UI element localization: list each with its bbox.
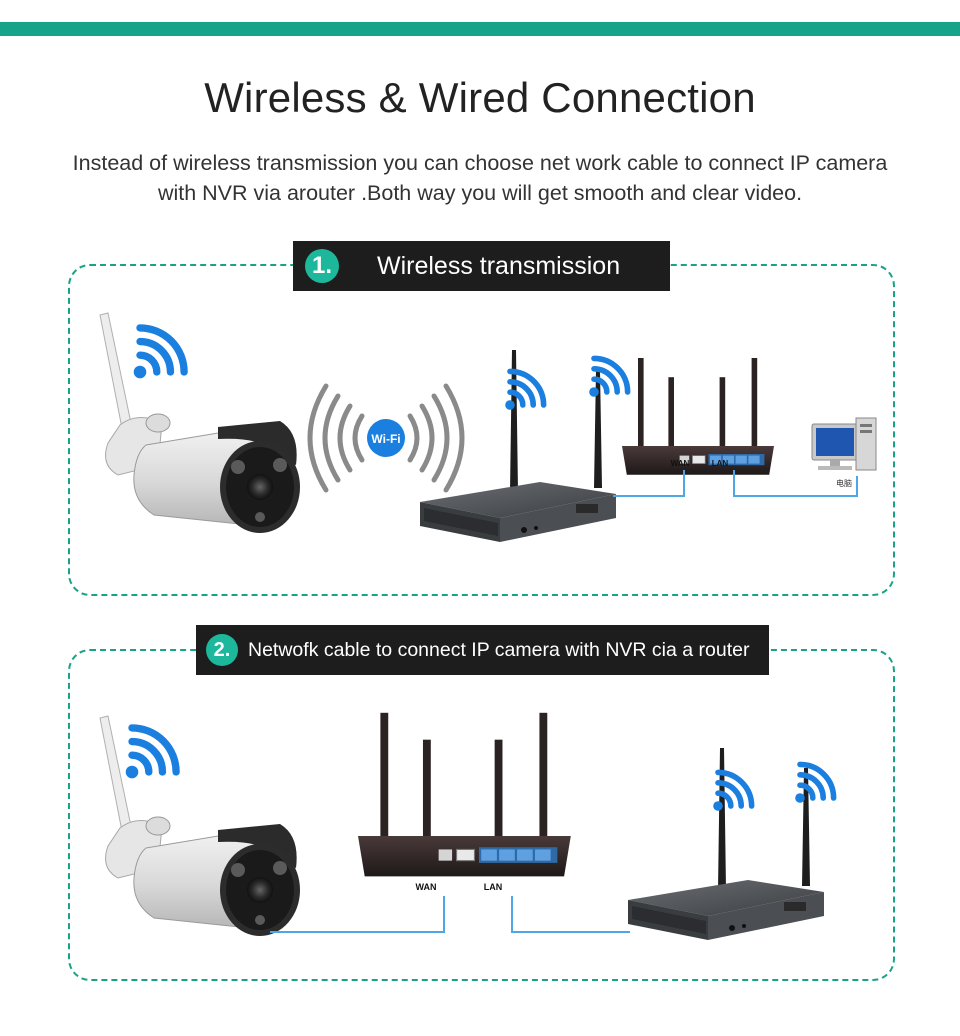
section1-wan-label: WAN xyxy=(671,459,690,468)
section2-label: 2. Netwofk cable to connect IP camera wi… xyxy=(196,625,769,675)
section1-camera-wifi-icon xyxy=(134,328,184,378)
section2-camera xyxy=(99,715,301,937)
section1-router xyxy=(621,357,775,476)
section1-nvr-wifi-icon-right xyxy=(589,358,627,396)
section1-nvr-wifi-icon-left xyxy=(505,371,543,409)
wifi-badge-circle xyxy=(367,419,405,457)
section1-nvr xyxy=(420,350,616,542)
section2-label-text: Netwofk cable to connect IP camera with … xyxy=(248,638,750,661)
section2-nvr xyxy=(628,748,824,940)
section2-lan-label: LAN xyxy=(484,882,503,892)
section2-nvr-wifi-icon-left xyxy=(713,772,751,810)
section2-nvr-wifi-icon-right xyxy=(795,764,833,802)
section2-cable-camera-wan xyxy=(270,896,445,933)
section1-number-badge: 1. xyxy=(305,249,339,283)
section2-wan-label: WAN xyxy=(416,882,437,892)
section2-router xyxy=(357,712,572,877)
section1-label: 1. Wireless transmission xyxy=(293,241,670,291)
section1-cable-nvr-wan xyxy=(613,470,685,497)
section1-lan-label: LAN xyxy=(712,459,729,468)
pc-label: 电脑 xyxy=(836,478,852,488)
wifi-badge-label: Wi-Fi xyxy=(371,432,400,446)
wifi-signal-icon xyxy=(307,383,465,493)
section2-camera-wifi-icon xyxy=(126,728,176,778)
top-accent-bar xyxy=(0,22,960,36)
page-title: Wireless & Wired Connection xyxy=(204,74,756,121)
page-subtitle: Instead of wireless transmission you can… xyxy=(30,148,930,208)
computer-icon xyxy=(811,417,877,471)
subtitle-line-1: Instead of wireless transmission you can… xyxy=(72,151,888,175)
section2-cable-lan-nvr xyxy=(511,896,630,933)
section1-camera xyxy=(99,312,301,534)
section2-number-badge: 2. xyxy=(206,634,238,666)
section1-cable-lan-pc xyxy=(733,470,858,497)
subtitle-line-2: with NVR via arouter .Both way you will … xyxy=(157,181,803,205)
section1-label-text: Wireless transmission xyxy=(377,251,621,280)
